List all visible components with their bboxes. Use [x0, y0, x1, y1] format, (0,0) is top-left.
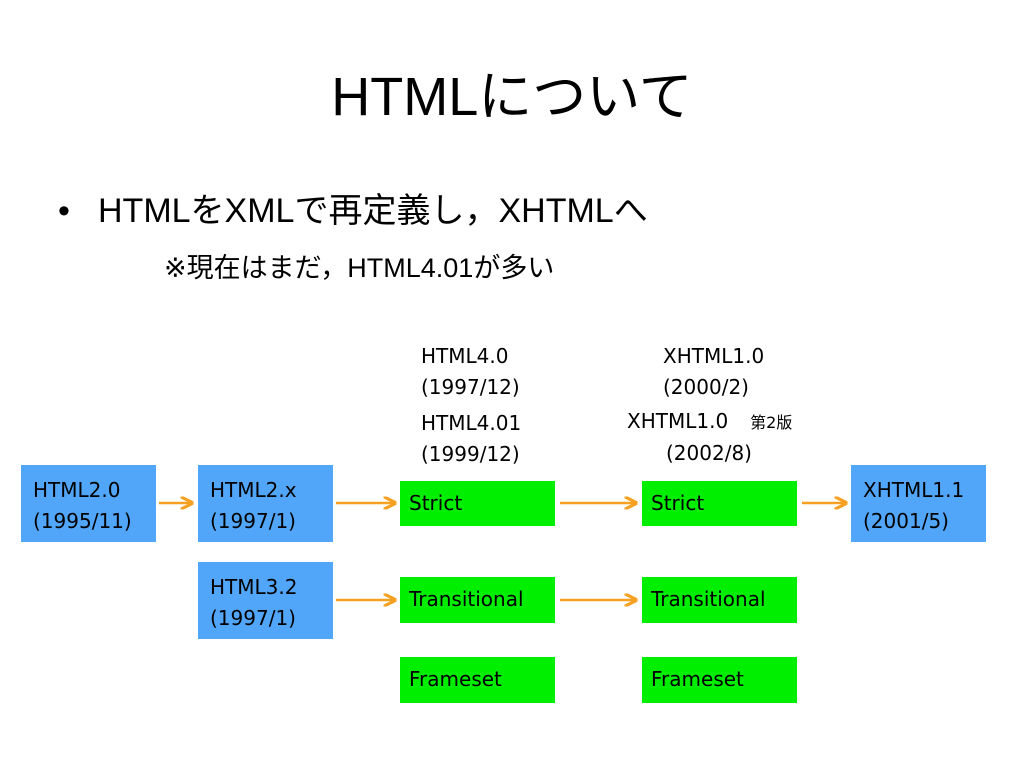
- box-html32: HTML3.2 (1997/1): [198, 562, 333, 639]
- label-html401-date: (1999/12): [421, 442, 520, 466]
- bullet-point: • HTMLをXMLで再定義し，XHTMLへ: [58, 186, 648, 236]
- label-xhtml10-2nd-name: XHTML1.0: [627, 409, 729, 433]
- box-xhtml1-frameset: Frameset: [642, 657, 797, 703]
- page-title: HTMLについて: [331, 67, 693, 127]
- box-html4-frameset: Frameset: [400, 657, 555, 703]
- label-xhtml10-2nd-date: (2002/8): [666, 441, 752, 465]
- label-html40-name: HTML4.0: [421, 344, 509, 368]
- box-xhtml1-transitional: Transitional: [642, 577, 797, 623]
- bullet-symbol: •: [58, 192, 70, 230]
- box-html4-strict: Strict: [400, 481, 555, 526]
- label-xhtml10-date: (2000/2): [663, 375, 749, 399]
- box-xhtml11-date: (2001/5): [863, 509, 949, 533]
- box-xhtml11: XHTML1.1 (2001/5): [851, 465, 986, 542]
- box-xhtml11-name: XHTML1.1: [863, 478, 965, 502]
- bullet-note: ※現在はまだ，HTML4.01が多い: [164, 253, 555, 283]
- label-xhtml10-2nd: XHTML1.0 第2版 (2002/8): [627, 406, 792, 469]
- box-xhtml1-strict: Strict: [642, 481, 797, 526]
- label-xhtml10-name: XHTML1.0: [663, 344, 765, 368]
- bullet-text: HTMLをXMLで再定義し，XHTMLへ: [98, 192, 648, 230]
- label-html40: HTML4.0 (1997/12): [421, 341, 520, 403]
- box-html20: HTML2.0 (1995/11): [21, 465, 156, 542]
- label-html40-date: (1997/12): [421, 375, 520, 399]
- box-html2x-name: HTML2.x: [210, 478, 297, 502]
- label-xhtml10: XHTML1.0 (2000/2): [663, 341, 764, 403]
- label-xhtml10-2nd-edition: 第2版: [750, 413, 793, 432]
- box-html20-date: (1995/11): [33, 509, 132, 533]
- label-html401-name: HTML4.01: [421, 411, 522, 435]
- box-html2x-date: (1997/1): [210, 509, 296, 533]
- box-html32-date: (1997/1): [210, 606, 296, 630]
- label-xhtml10-2nd-name-row: XHTML1.0 第2版: [627, 406, 792, 438]
- box-html32-name: HTML3.2: [210, 575, 298, 599]
- box-html20-name: HTML2.0: [33, 478, 121, 502]
- box-html2x: HTML2.x (1997/1): [198, 465, 333, 542]
- box-html4-transitional: Transitional: [400, 577, 555, 623]
- label-html401: HTML4.01 (1999/12): [421, 408, 521, 470]
